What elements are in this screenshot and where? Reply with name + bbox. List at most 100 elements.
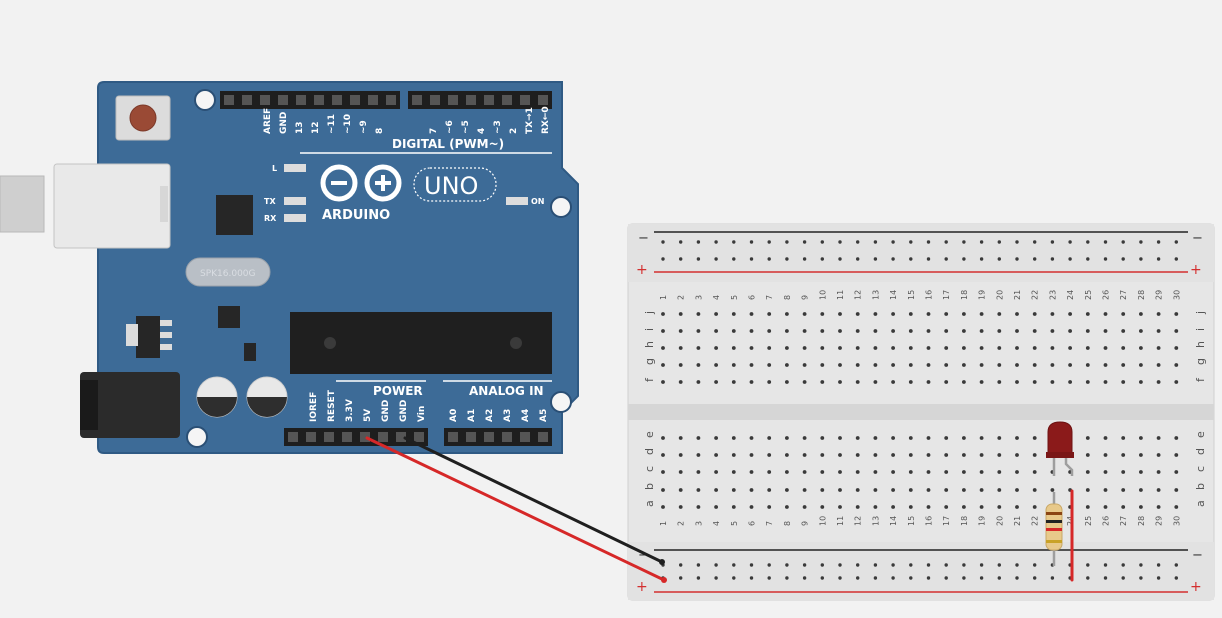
breadboard-hole[interactable]: [785, 576, 789, 580]
breadboard-hole[interactable]: [731, 380, 736, 384]
breadboard-hole[interactable]: [926, 312, 931, 316]
breadboard-hole[interactable]: [820, 363, 825, 367]
breadboard-hole[interactable]: [661, 329, 665, 333]
breadboard-hole[interactable]: [856, 576, 860, 580]
breadboard-hole[interactable]: [678, 346, 683, 350]
breadboard-hole[interactable]: [1156, 329, 1161, 333]
breadboard-hole[interactable]: [820, 470, 825, 474]
breadboard-hole[interactable]: [1103, 453, 1108, 457]
breadboard-hole[interactable]: [1121, 436, 1126, 440]
header-hole[interactable]: [224, 95, 234, 105]
breadboard-hole[interactable]: [1050, 488, 1055, 492]
breadboard-hole[interactable]: [820, 346, 825, 350]
breadboard-hole[interactable]: [1103, 329, 1108, 333]
breadboard-hole[interactable]: [1156, 257, 1161, 261]
breadboard-hole[interactable]: [1139, 312, 1143, 316]
breadboard-hole[interactable]: [767, 380, 772, 384]
breadboard-hole[interactable]: [714, 346, 718, 350]
breadboard-hole[interactable]: [926, 436, 931, 440]
breadboard-hole[interactable]: [855, 380, 860, 384]
breadboard-hole[interactable]: [979, 470, 984, 474]
breadboard-hole[interactable]: [944, 470, 949, 474]
breadboard-hole[interactable]: [838, 240, 842, 244]
breadboard-hole[interactable]: [767, 505, 772, 509]
breadboard-hole[interactable]: [908, 436, 913, 440]
breadboard-hole[interactable]: [979, 436, 984, 440]
breadboard-hole[interactable]: [749, 346, 754, 350]
breadboard-hole[interactable]: [767, 563, 771, 567]
breadboard-hole[interactable]: [962, 240, 966, 244]
breadboard-hole[interactable]: [908, 380, 913, 384]
breadboard-hole[interactable]: [749, 470, 754, 474]
breadboard-hole[interactable]: [696, 576, 701, 580]
breadboard-hole[interactable]: [1050, 380, 1055, 384]
breadboard-hole[interactable]: [891, 453, 895, 457]
breadboard-hole[interactable]: [820, 312, 825, 316]
breadboard-hole[interactable]: [696, 346, 701, 350]
breadboard-hole[interactable]: [661, 346, 665, 350]
breadboard-hole[interactable]: [714, 380, 718, 384]
breadboard-hole[interactable]: [1086, 257, 1090, 261]
header-hole[interactable]: [332, 95, 342, 105]
breadboard-hole[interactable]: [855, 470, 860, 474]
breadboard-hole[interactable]: [1174, 470, 1179, 474]
digital-header-right[interactable]: [408, 91, 552, 109]
breadboard-hole[interactable]: [997, 363, 1002, 367]
breadboard-hole[interactable]: [1032, 380, 1037, 384]
breadboard-hole[interactable]: [979, 240, 984, 244]
breadboard-hole[interactable]: [997, 312, 1002, 316]
breadboard-hole[interactable]: [926, 505, 931, 509]
breadboard-hole[interactable]: [1139, 576, 1143, 580]
breadboard-hole[interactable]: [1156, 576, 1161, 580]
breadboard-hole[interactable]: [962, 363, 966, 367]
header-hole[interactable]: [360, 432, 370, 442]
breadboard-hole[interactable]: [979, 363, 984, 367]
breadboard-hole[interactable]: [856, 563, 860, 567]
breadboard-hole[interactable]: [997, 240, 1001, 244]
header-hole[interactable]: [538, 432, 548, 442]
breadboard-hole[interactable]: [731, 329, 736, 333]
breadboard-hole[interactable]: [1156, 488, 1161, 492]
breadboard-hole[interactable]: [1174, 240, 1179, 244]
breadboard-hole[interactable]: [1085, 329, 1090, 333]
wire-black-gnd[interactable]: [403, 436, 664, 564]
breadboard-hole[interactable]: [749, 257, 754, 261]
header-hole[interactable]: [324, 432, 334, 442]
breadboard-hole[interactable]: [1033, 576, 1037, 580]
breadboard-hole[interactable]: [1103, 436, 1108, 440]
breadboard-hole[interactable]: [661, 470, 665, 474]
breadboard-hole[interactable]: [678, 470, 683, 474]
breadboard-hole[interactable]: [820, 576, 824, 580]
breadboard-hole[interactable]: [785, 380, 789, 384]
breadboard-hole[interactable]: [785, 470, 789, 474]
breadboard-hole[interactable]: [1015, 257, 1019, 261]
breadboard-hole[interactable]: [1068, 329, 1072, 333]
breadboard-hole[interactable]: [714, 505, 718, 509]
breadboard-hole[interactable]: [731, 453, 736, 457]
breadboard-hole[interactable]: [1015, 470, 1019, 474]
breadboard-hole[interactable]: [873, 363, 878, 367]
breadboard-hole[interactable]: [838, 563, 842, 567]
breadboard-hole[interactable]: [802, 453, 807, 457]
power-jack[interactable]: [80, 372, 180, 438]
header-hole[interactable]: [448, 432, 458, 442]
breadboard-hole[interactable]: [696, 505, 701, 509]
breadboard-hole[interactable]: [767, 453, 772, 457]
breadboard-hole[interactable]: [749, 312, 754, 316]
breadboard-hole[interactable]: [1103, 563, 1108, 567]
breadboard-hole[interactable]: [1121, 470, 1126, 474]
header-hole[interactable]: [314, 95, 324, 105]
digital-header-holes[interactable]: [224, 95, 548, 105]
breadboard-hole[interactable]: [802, 312, 807, 316]
breadboard-hole[interactable]: [909, 563, 913, 567]
breadboard-hole[interactable]: [962, 380, 966, 384]
breadboard-hole[interactable]: [1139, 363, 1143, 367]
breadboard-hole[interactable]: [785, 257, 789, 261]
breadboard-hole[interactable]: [767, 257, 771, 261]
breadboard-hole[interactable]: [785, 363, 789, 367]
breadboard-hole[interactable]: [820, 505, 825, 509]
breadboard-hole[interactable]: [1103, 312, 1108, 316]
breadboard-hole[interactable]: [979, 312, 984, 316]
breadboard-hole[interactable]: [944, 563, 948, 567]
